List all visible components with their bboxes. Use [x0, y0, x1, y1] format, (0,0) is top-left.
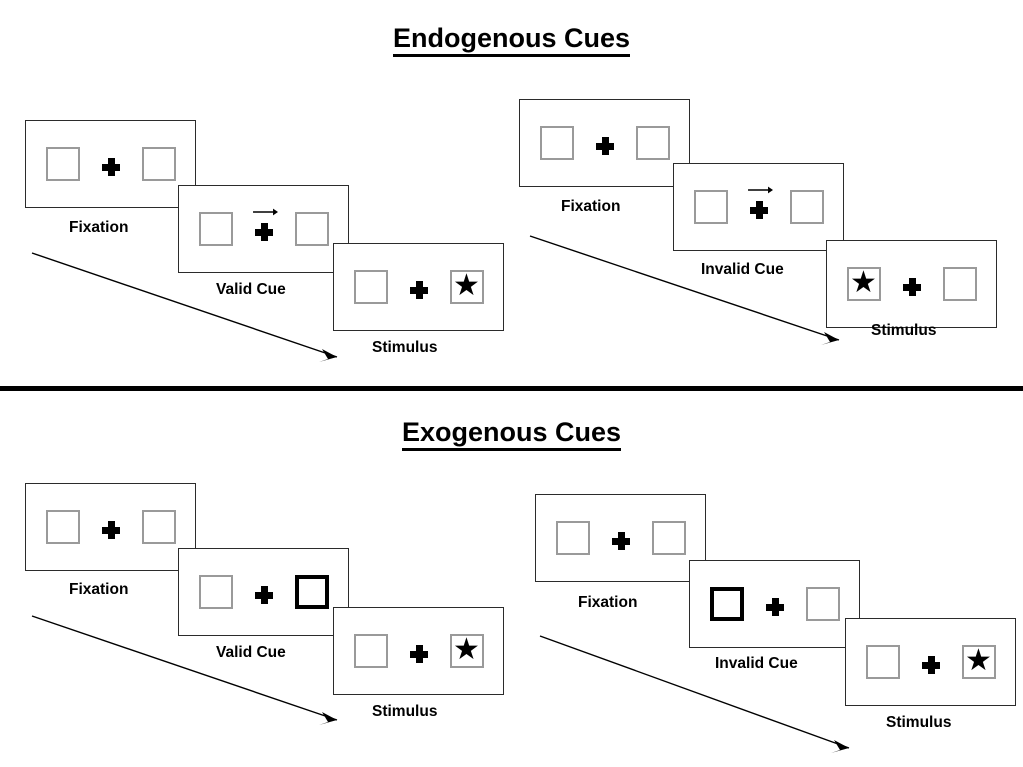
stimulus-box-right: [141, 147, 176, 181]
stage-caption-invalid-cue: Invalid Cue: [701, 261, 784, 278]
stage-caption-invalid-cue: Invalid Cue: [715, 655, 798, 672]
trial-frame-endogenous-invalid-stimulus: ★: [826, 240, 997, 328]
arrow-right-icon: [252, 208, 278, 216]
fixation-center: [604, 518, 638, 558]
frame-content: [26, 121, 195, 207]
frame-content: ★: [827, 241, 996, 327]
frame-content: ★: [846, 619, 1015, 705]
trial-frame-endogenous-valid-stimulus: ★: [333, 243, 504, 331]
stimulus-box-left: [353, 270, 388, 304]
star-icon: ★: [453, 269, 480, 302]
section-title-exogenous-text: Exogenous Cues: [401, 417, 622, 451]
stimulus-box-right: [805, 587, 840, 621]
stage-caption-fixation: Fixation: [561, 198, 621, 215]
stimulus-box-left: [45, 510, 80, 544]
star-icon: ★: [965, 644, 992, 677]
fixation-center: [758, 584, 792, 624]
fixation-center: [914, 642, 948, 682]
frame-content: [179, 186, 348, 272]
stage-caption-stimulus: Stimulus: [372, 703, 438, 720]
frame-content: [536, 495, 705, 581]
plus-icon: [101, 521, 120, 539]
plus-icon: [595, 137, 614, 155]
stimulus-box-right: [141, 510, 176, 544]
stimulus-box-right: [635, 126, 670, 160]
plus-icon: [409, 645, 428, 663]
stage-caption-fixation: Fixation: [578, 594, 638, 611]
section-title-endogenous-text: Endogenous Cues: [392, 23, 630, 57]
stimulus-box-left: [353, 634, 388, 668]
stimulus-box-right: [651, 521, 686, 555]
trial-frame-exogenous-invalid-stimulus: ★: [845, 618, 1016, 706]
frame-content: [674, 164, 843, 250]
plus-icon: [902, 278, 921, 296]
frame-content: ★: [334, 244, 503, 330]
trial-frame-exogenous-valid-cue: [178, 548, 349, 636]
stimulus-box-left: [865, 645, 900, 679]
frame-content: [520, 100, 689, 186]
stimulus-box-left: ★: [846, 266, 881, 301]
stage-caption-valid-cue: Valid Cue: [216, 281, 286, 298]
fixation-center: [895, 264, 929, 304]
trial-frame-endogenous-invalid-fixation: [519, 99, 690, 187]
stage-caption-fixation: Fixation: [69, 219, 129, 236]
plus-icon: [254, 586, 273, 604]
trial-frame-exogenous-invalid-fixation: [535, 494, 706, 582]
stimulus-box-left: [693, 190, 728, 224]
stimulus-box-left-cued: [709, 587, 744, 621]
plus-icon: [611, 532, 630, 550]
stimulus-box-left: [198, 212, 233, 246]
fixation-center: [588, 123, 622, 163]
frame-content: [26, 484, 195, 570]
trial-frame-endogenous-invalid-cue: [673, 163, 844, 251]
star-icon: ★: [850, 266, 877, 299]
plus-icon: [409, 281, 428, 299]
plus-icon: [101, 158, 120, 176]
stage-caption-stimulus: Stimulus: [372, 339, 438, 356]
stage-caption-stimulus: Stimulus: [886, 714, 952, 731]
stage-caption-valid-cue: Valid Cue: [216, 644, 286, 661]
trial-frame-endogenous-valid-fixation: [25, 120, 196, 208]
fixation-center: [402, 631, 436, 671]
section-title-exogenous: Exogenous Cues: [0, 417, 1023, 451]
fixation-center: [247, 208, 281, 249]
stimulus-box-left: [45, 147, 80, 181]
stimulus-box-right: ★: [449, 269, 484, 304]
stimulus-box-left: [539, 126, 574, 160]
frame-content: [179, 549, 348, 635]
fixation-center: [402, 267, 436, 307]
section-title-endogenous: Endogenous Cues: [0, 23, 1023, 57]
stimulus-box-left: [555, 521, 590, 555]
fixation-center: [94, 144, 128, 184]
stage-caption-fixation: Fixation: [69, 581, 129, 598]
plus-icon: [254, 223, 273, 241]
plus-icon: [749, 201, 768, 219]
stimulus-box-right: [789, 190, 824, 224]
fixation-center: [94, 507, 128, 547]
section-divider: [0, 386, 1023, 391]
fixation-center: [742, 186, 776, 227]
plus-icon: [765, 598, 784, 616]
star-icon: ★: [453, 633, 480, 666]
trial-frame-exogenous-valid-fixation: [25, 483, 196, 571]
frame-content: [690, 561, 859, 647]
stimulus-box-right: [294, 212, 329, 246]
trial-frame-endogenous-valid-cue: [178, 185, 349, 273]
trial-frame-exogenous-valid-stimulus: ★: [333, 607, 504, 695]
stimulus-box-right: [942, 267, 977, 301]
stimulus-box-right-cued: [294, 575, 329, 609]
stimulus-box-right: ★: [449, 633, 484, 668]
stimulus-box-right: ★: [961, 644, 996, 679]
stage-caption-stimulus: Stimulus: [871, 322, 937, 339]
arrow-right-icon: [747, 186, 773, 194]
fixation-center: [247, 572, 281, 612]
plus-icon: [921, 656, 940, 674]
trial-frame-exogenous-invalid-cue: [689, 560, 860, 648]
frame-content: ★: [334, 608, 503, 694]
stimulus-box-left: [198, 575, 233, 609]
